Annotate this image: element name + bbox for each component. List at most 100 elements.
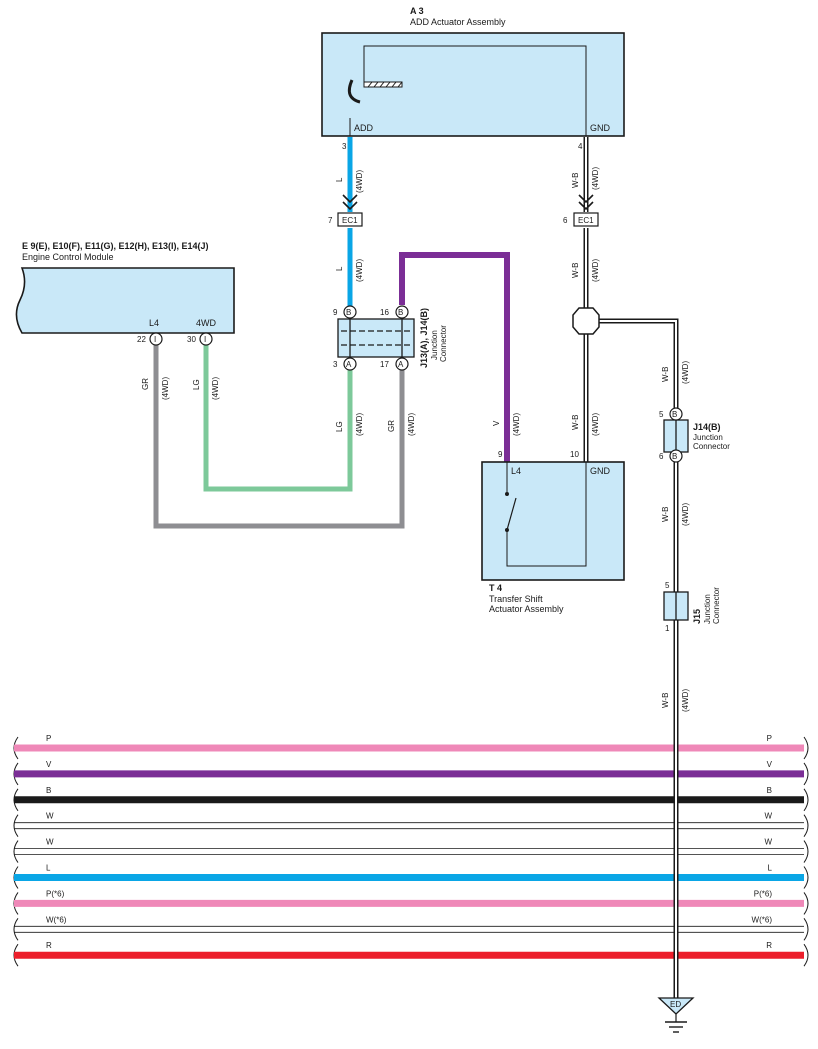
j14-code: J14(B): [693, 422, 721, 432]
label-wb-j14-below-4wd: (4WD): [681, 503, 690, 526]
junction-connector-j14[interactable]: B B J14(B) Junction Connector: [663, 407, 730, 463]
j15-code: J15: [692, 609, 702, 624]
legend-label-right: W(*6): [752, 915, 773, 924]
label-wb-lower: W-B: [571, 415, 580, 430]
pin-j13-br: 17: [380, 360, 389, 369]
svg-text:B: B: [672, 410, 677, 419]
pin-j15-bot: 1: [665, 624, 670, 633]
label-wb-j14-above: W-B: [661, 367, 670, 382]
ecm-pin-4wd-label: 4WD: [196, 318, 217, 328]
ground-point-ed[interactable]: ED: [657, 997, 695, 1033]
junction-connector-j13-j14[interactable]: B B A A J13(A), J14(B) Junction Connecto…: [337, 305, 448, 371]
label-wb-mid: W-B: [571, 263, 580, 278]
pin-ecm-l4: 22: [137, 335, 146, 344]
label-wb-upper-4wd: (4WD): [591, 167, 600, 190]
svg-text:I: I: [154, 335, 156, 344]
legend-break-left: [13, 918, 19, 941]
label-wb-j14-above-4wd: (4WD): [681, 361, 690, 384]
j13-label2: Connector: [439, 325, 448, 362]
a3-solenoid-hatch: [367, 81, 403, 88]
pin-ec1-right: 6: [563, 216, 568, 225]
svg-text:I: I: [204, 335, 206, 344]
legend-break-left: [13, 840, 19, 863]
legend-break-right: [803, 840, 809, 863]
legend-break-left: [13, 814, 19, 837]
wire-gr[interactable]: [153, 345, 405, 529]
legend-label-left: R: [46, 941, 52, 950]
pin-a3-add: 3: [342, 142, 347, 151]
double-chevron-icon: [342, 194, 358, 211]
ecm-terminal-l4[interactable]: I: [149, 332, 163, 346]
t4-code: T 4: [489, 583, 502, 593]
label-wb-j15-below: W-B: [661, 693, 670, 708]
legend-label-right: W: [764, 838, 772, 847]
svg-text:A: A: [398, 360, 404, 369]
a3-internal-circuit: [349, 45, 587, 136]
pin-a3-gnd: 4: [578, 142, 583, 151]
j15-label2: Connector: [712, 587, 721, 624]
label-wb-lower-4wd: (4WD): [591, 413, 600, 436]
a3-name: ADD Actuator Assembly: [410, 17, 506, 27]
a3-solenoid-hook: [347, 79, 361, 104]
legend-break-right: [803, 736, 809, 760]
switch-icon: [506, 497, 517, 531]
transfer-shift-actuator[interactable]: L4 GND T 4 Transfer Shift Actuator Assem…: [481, 461, 625, 614]
legend-break-right: [803, 943, 809, 967]
pin-j14-top: 5: [659, 410, 664, 419]
j14-label2: Connector: [693, 442, 730, 451]
legend-label-left: W(*6): [46, 915, 67, 924]
legend-break-right: [803, 762, 809, 786]
ground-label: ED: [670, 1000, 681, 1009]
engine-control-module[interactable]: E 9(E), E10(F), E11(G), E12(H), E13(I), …: [15, 241, 235, 334]
legend-label-right: P(*6): [754, 889, 773, 898]
a3-solenoid-bar: [363, 81, 403, 88]
label-lg-right-4wd: (4WD): [355, 413, 364, 436]
pin-j13-tl: 9: [333, 308, 338, 317]
ec1-connector-left[interactable]: EC1 7: [328, 194, 363, 227]
t4-switch-circuit: [506, 462, 587, 567]
ec1-right-label: EC1: [578, 216, 594, 225]
ecm-terminal-4wd[interactable]: I: [199, 332, 213, 346]
label-lg-right: LG: [335, 421, 344, 432]
ecm-pin-l4-label: L4: [149, 318, 159, 328]
legend-row: P(*6) P(*6): [13, 889, 809, 915]
a3-code: A 3: [410, 6, 424, 16]
legend-break-right: [803, 918, 809, 941]
splice-point[interactable]: [572, 307, 600, 335]
t4-pin-l4-label: L4: [511, 466, 521, 476]
legend-label-left: P: [46, 734, 51, 743]
label-lg-left-4wd: (4WD): [211, 377, 220, 400]
t4-pin-gnd-label: GND: [590, 466, 611, 476]
pin-t4-l4: 9: [498, 450, 503, 459]
a3-pin-gnd-label: GND: [590, 123, 611, 133]
label-gr-left-4wd: (4WD): [161, 377, 170, 400]
legend-break-right: [803, 814, 809, 837]
j13-box: [337, 318, 415, 358]
pin-ec1-left: 7: [328, 216, 333, 225]
wire-v[interactable]: [399, 252, 510, 462]
j15-label1: Junction: [703, 594, 712, 624]
label-wb-j14-below: W-B: [661, 507, 670, 522]
legend-label-left: V: [46, 760, 52, 769]
pin-ecm-4wd: 30: [187, 335, 196, 344]
pin-t4-gnd: 10: [570, 450, 579, 459]
legend-label-left: W: [46, 812, 54, 821]
legend-label-right: W: [764, 812, 772, 821]
legend-label-left: W: [46, 838, 54, 847]
label-gr-left: GR: [141, 378, 150, 390]
label-v-4wd: (4WD): [512, 413, 521, 436]
label-l-lower-4wd: (4WD): [355, 259, 364, 282]
legend-label-left: P(*6): [46, 889, 65, 898]
ec1-connector-right[interactable]: EC1 6: [563, 194, 599, 227]
wire-lg[interactable]: [203, 345, 353, 492]
legend-label-right: B: [767, 786, 772, 795]
add-actuator-assembly[interactable]: A 3 ADD Actuator Assembly ADD GND: [321, 6, 625, 137]
legend-label-right: V: [767, 760, 773, 769]
junction-connector-j15[interactable]: J15 Junction Connector: [663, 587, 721, 624]
legend-label-left: B: [46, 786, 51, 795]
